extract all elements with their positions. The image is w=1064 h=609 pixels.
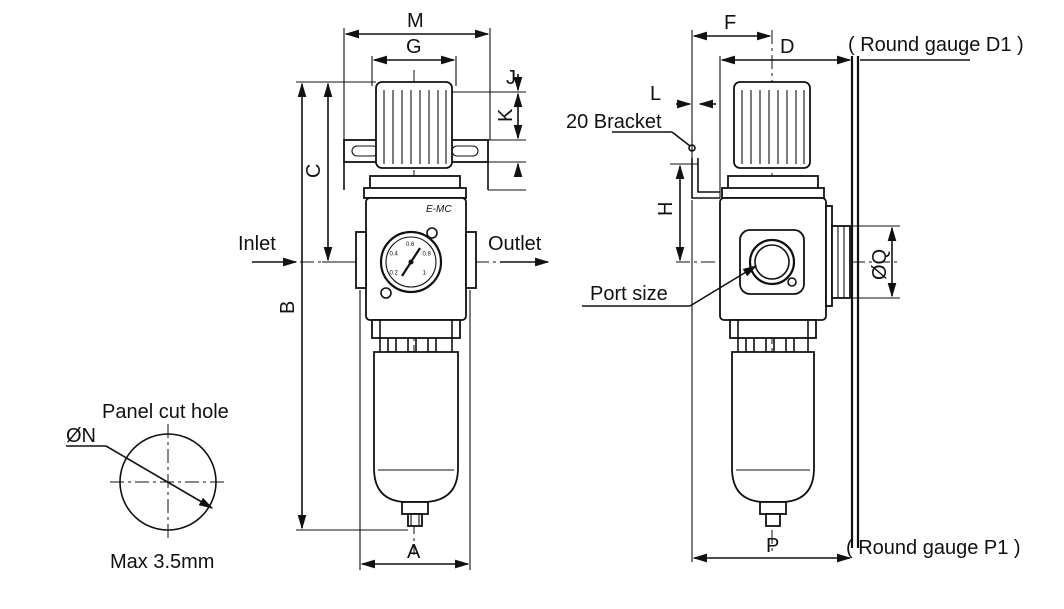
dim-K: K — [495, 108, 517, 122]
dim-M: M — [407, 10, 424, 32]
regulator-knob — [375, 81, 453, 169]
side-regulator-knob — [733, 81, 811, 169]
max-thickness-label: Max 3.5mm — [110, 551, 214, 573]
panel-cut-hole-label: Panel cut hole — [102, 401, 229, 423]
side-view: F D ( Round gauge D1 ) L 20 Bracket H Po… — [566, 12, 1024, 563]
gauge-tick-label: 0.6 — [406, 242, 415, 248]
dim-diameter-N: ØN — [66, 425, 96, 447]
bowl — [371, 319, 461, 527]
round-gauge-p1-label: ( Round gauge P1 ) — [846, 537, 1021, 559]
dim-P: P — [766, 535, 779, 557]
dim-J: J — [506, 67, 516, 89]
gauge-tick-label: 0.4 — [390, 252, 399, 258]
dim-L: L — [650, 83, 661, 105]
dim-D: D — [780, 36, 794, 58]
panel-cut-hole-detail: Panel cut hole ØN Max 3.5mm — [66, 401, 229, 573]
bracket-label: 20 Bracket — [566, 111, 662, 133]
side-bracket — [688, 144, 720, 199]
side-bowl — [729, 319, 817, 527]
front-view: 0.2 0.4 0.6 0.8 1 E-MC Inlet Outlet M — [238, 10, 550, 570]
pressure-gauge: 0.2 0.4 0.6 0.8 1 — [379, 230, 443, 294]
dim-G: G — [406, 36, 422, 58]
brand-mark: E-MC — [426, 204, 452, 215]
outlet-label: Outlet — [488, 233, 542, 255]
inlet-label: Inlet — [238, 233, 276, 255]
dim-diameter-Q: ØQ — [869, 249, 891, 280]
gauge-tick-label: 0.2 — [390, 271, 399, 277]
gauge-tick-label: 0.8 — [423, 252, 432, 258]
round-gauge-d1-label: ( Round gauge D1 ) — [848, 34, 1024, 56]
dim-H: H — [655, 202, 677, 216]
side-main-body — [719, 197, 851, 321]
gauge-tick-label: 1 — [423, 271, 427, 277]
port-size-label: Port size — [590, 283, 668, 305]
main-body: 0.2 0.4 0.6 0.8 1 E-MC — [355, 197, 477, 321]
dim-B: B — [277, 301, 299, 314]
dim-A: A — [407, 541, 421, 563]
dim-C: C — [303, 164, 325, 178]
dim-F: F — [724, 12, 736, 34]
